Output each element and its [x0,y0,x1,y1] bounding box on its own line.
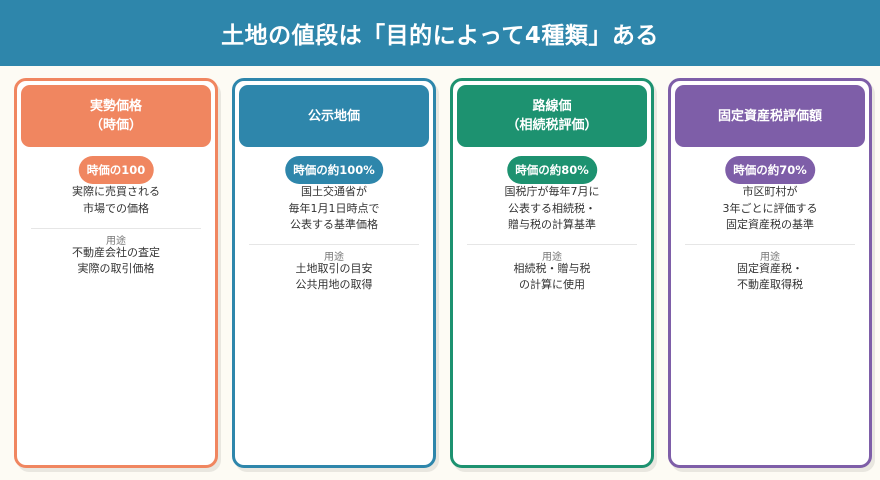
card-title-line: 固定資産税評価額 [717,108,822,124]
description-line: 公表する基準価格 [290,218,378,231]
card-public-land-price: 公示地価 時価の約100% 国土交通省が 毎年1月1日時点で 公表する基準価格 … [232,78,436,468]
card-header: 路線価 （相続税評価） [457,85,647,147]
usage-line: 相続税・贈与税 [513,262,591,275]
usage-label: 用途 [324,252,344,263]
description-line: 贈与税の計算基準 [508,218,596,231]
usage-text: 土地取引の目安 公共用地の取得 [235,261,433,293]
usage-label: 用途 [542,252,562,263]
description-line: 市場での価格 [83,201,149,215]
card-title-line: （時価） [89,118,142,133]
divider [31,228,201,229]
ratio-badge: 時価の約80% [507,156,597,184]
divider [467,244,637,245]
divider [685,244,855,245]
ratio-badge: 時価の約100% [285,156,383,184]
description-line: 国土交通省が [301,185,367,198]
card-description: 国土交通省が 毎年1月1日時点で 公表する基準価格 [235,184,433,234]
description-line: 実際に売買される [72,185,160,198]
price-type-cards: 実勢価格 （時価） 時価の100 実際に売買される 市場での価格 用途 不動産会… [14,78,872,468]
page-title: 土地の値段は「目的によって4種類」ある [221,23,659,49]
card-header: 公示地価 [239,85,429,147]
card-title-line: 路線価 [532,99,572,114]
usage-line: 実際の取引価格 [77,262,155,275]
card-title-line: 実勢価格 [89,99,142,114]
card-market-price: 実勢価格 （時価） 時価の100 実際に売買される 市場での価格 用途 不動産会… [14,78,218,468]
description-line: 3年ごとに評価する [722,201,818,215]
usage-line: の計算に使用 [519,278,585,291]
divider [249,244,419,245]
description-line: 固定資産税の基準 [726,218,814,231]
usage-line: 固定資産税・ [737,262,803,275]
card-route-price: 路線価 （相続税評価） 時価の約80% 国税庁が毎年7月に 公表する相続税・ 贈… [450,78,654,468]
usage-line: 公共用地の取得 [295,278,373,291]
usage-text: 相続税・贈与税 の計算に使用 [453,261,651,293]
card-header: 固定資産税評価額 [675,85,865,147]
usage-text: 固定資産税・ 不動産取得税 [671,261,869,293]
usage-line: 不動産取得税 [737,278,803,291]
card-description: 市区町村が 3年ごとに評価する 固定資産税の基準 [671,184,869,234]
description-line: 市区町村が [742,185,798,198]
card-title-line: 公示地価 [307,108,360,124]
ratio-badge: 時価の約70% [725,156,815,184]
description-line: 公表する相続税・ [508,201,596,215]
usage-label: 用途 [106,236,126,247]
usage-line: 土地取引の目安 [295,262,373,275]
usage-line: 不動産会社の査定 [72,246,160,259]
card-title-line: （相続税評価） [506,118,598,133]
ratio-badge: 時価の100 [78,156,154,184]
card-fixed-asset-value: 固定資産税評価額 時価の約70% 市区町村が 3年ごとに評価する 固定資産税の基… [668,78,872,468]
card-header: 実勢価格 （時価） [21,85,211,147]
card-description: 国税庁が毎年7月に 公表する相続税・ 贈与税の計算基準 [453,184,651,234]
card-description: 実際に売買される 市場での価格 [17,184,215,217]
title-banner: 土地の値段は「目的によって4種類」ある [0,0,880,66]
description-line: 毎年1月1日時点で [288,201,380,215]
usage-label: 用途 [760,252,780,263]
usage-text: 不動産会社の査定 実際の取引価格 [17,245,215,277]
description-line: 国税庁が毎年7月に [504,185,600,198]
